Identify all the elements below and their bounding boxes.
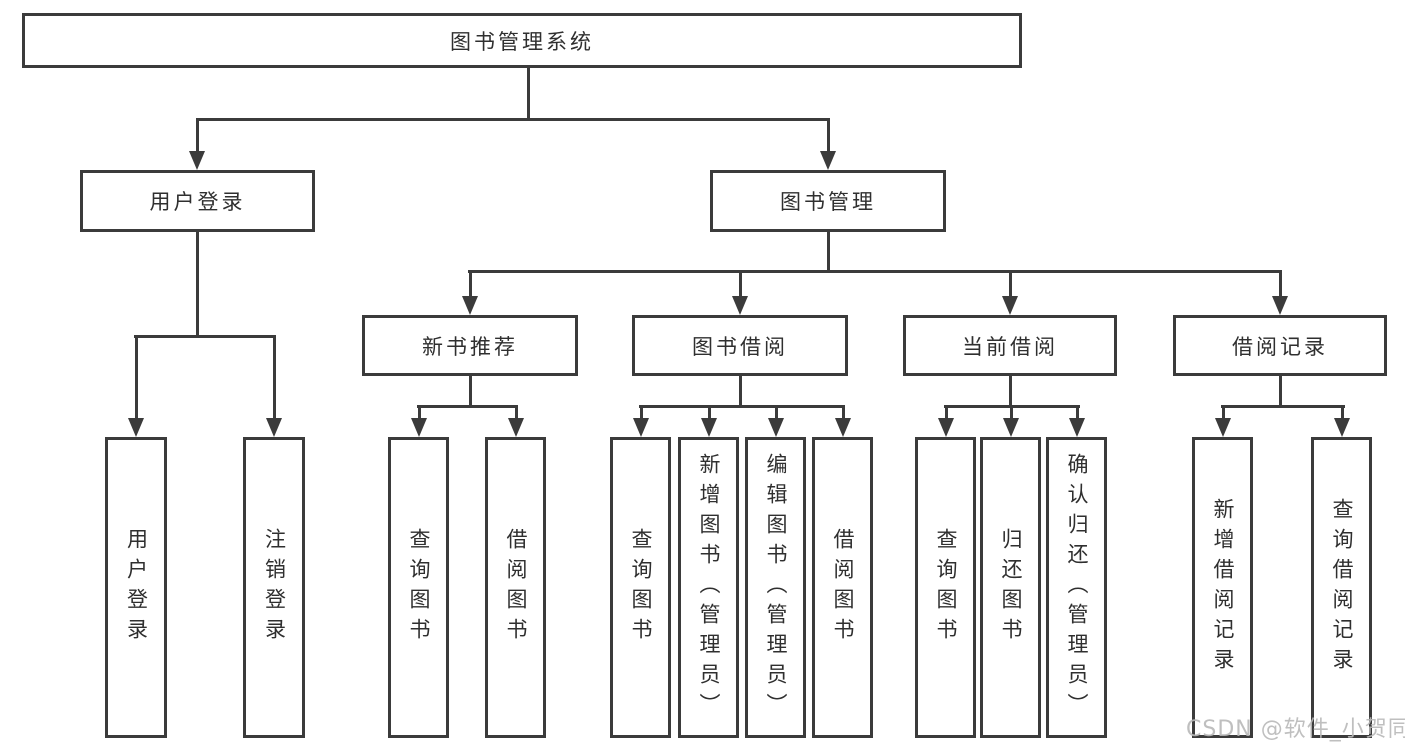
connector-line — [639, 405, 845, 408]
connector-line — [515, 405, 518, 420]
arrow-down-icon — [1215, 418, 1231, 437]
connector-line — [827, 232, 830, 273]
connector-line — [1279, 376, 1282, 408]
node-label: 用户登录 — [149, 190, 246, 214]
leaf-query-books-current: 查询图书 — [915, 437, 976, 738]
leaf-label: 查询图书 — [934, 527, 958, 648]
leaf-label: 查询图书 — [407, 527, 431, 648]
connector-line — [469, 270, 472, 299]
arrow-down-icon — [768, 418, 784, 437]
connector-line — [945, 405, 948, 420]
node-current-borrowing: 当前借阅 — [903, 315, 1117, 376]
arrow-down-icon — [835, 418, 851, 437]
leaf-add-books-admin: 新增图书（管理员） — [678, 437, 739, 738]
node-label: 当前借阅 — [962, 334, 1058, 359]
arrow-down-icon — [820, 151, 836, 170]
node-label: 图书借阅 — [692, 334, 788, 359]
leaf-label: 查询图书 — [629, 527, 653, 648]
arrow-down-icon — [189, 151, 205, 170]
connector-line — [196, 232, 199, 337]
connector-line — [1279, 270, 1282, 299]
node-user-login-branch: 用户登录 — [80, 170, 315, 232]
leaf-label: 注销登录 — [262, 527, 287, 648]
leaf-label: 借阅图书 — [504, 527, 528, 648]
arrow-down-icon — [938, 418, 954, 437]
connector-line — [739, 376, 742, 408]
connector-line — [196, 118, 199, 155]
arrow-down-icon — [1272, 296, 1288, 315]
leaf-label: 归还图书 — [999, 527, 1023, 648]
connector-line — [135, 335, 138, 421]
connector-line — [134, 335, 276, 338]
arrow-down-icon — [128, 418, 144, 437]
connector-line — [640, 405, 643, 420]
leaf-confirm-return-admin: 确认归还（管理员） — [1046, 437, 1107, 738]
leaf-label: 新增图书（管理员） — [697, 452, 721, 723]
leaf-label: 编辑图书（管理员） — [764, 452, 788, 723]
connector-line — [196, 118, 830, 121]
leaf-query-books-recommend: 查询图书 — [388, 437, 449, 738]
leaf-label: 借阅图书 — [831, 527, 855, 648]
leaf-label: 查询借阅记录 — [1330, 497, 1354, 678]
leaf-edit-books-admin: 编辑图书（管理员） — [745, 437, 806, 738]
arrow-down-icon — [1002, 296, 1018, 315]
leaf-add-borrow-record: 新增借阅记录 — [1192, 437, 1253, 738]
arrow-down-icon — [1069, 418, 1085, 437]
node-label: 图书管理 — [780, 190, 876, 214]
connector-line — [1076, 405, 1079, 420]
connector-line — [827, 118, 830, 155]
arrow-down-icon — [411, 418, 427, 437]
arrow-down-icon — [1334, 418, 1350, 437]
connector-line — [273, 335, 276, 421]
leaf-label: 确认归还（管理员） — [1065, 452, 1089, 723]
node-book-management: 图书管理 — [710, 170, 946, 232]
node-book-borrowing: 图书借阅 — [632, 315, 848, 376]
node-root-label: 图书管理系统 — [450, 29, 594, 54]
node-new-book-recommend: 新书推荐 — [362, 315, 578, 376]
leaf-user-login: 用户登录 — [105, 437, 167, 738]
connector-line — [708, 405, 711, 420]
connector-line — [1341, 405, 1344, 420]
node-label: 借阅记录 — [1232, 334, 1328, 359]
arrow-down-icon — [732, 296, 748, 315]
arrow-down-icon — [1003, 418, 1019, 437]
connector-line — [1222, 405, 1225, 420]
connector-line — [1009, 376, 1012, 408]
connector-line — [468, 270, 1282, 273]
connector-line — [842, 405, 845, 420]
connector-line — [1010, 405, 1013, 420]
connector-line — [469, 376, 472, 408]
leaf-query-borrow-record: 查询借阅记录 — [1311, 437, 1372, 738]
leaf-label: 新增借阅记录 — [1211, 497, 1235, 678]
connector-line — [1009, 270, 1012, 299]
arrow-down-icon — [508, 418, 524, 437]
arrow-down-icon — [701, 418, 717, 437]
connector-line — [527, 68, 530, 120]
arrow-down-icon — [633, 418, 649, 437]
connector-line — [417, 405, 518, 408]
node-label: 新书推荐 — [422, 334, 518, 359]
connector-line — [775, 405, 778, 420]
connector-line — [739, 270, 742, 299]
leaf-borrow-books-borrow: 借阅图书 — [812, 437, 873, 738]
node-borrowing-records: 借阅记录 — [1173, 315, 1387, 376]
connector-line — [1221, 405, 1345, 408]
leaf-label: 用户登录 — [124, 527, 149, 648]
node-root: 图书管理系统 — [22, 13, 1022, 68]
arrow-down-icon — [462, 296, 478, 315]
arrow-down-icon — [266, 418, 282, 437]
leaf-return-books: 归还图书 — [980, 437, 1041, 738]
leaf-borrow-books-recommend: 借阅图书 — [485, 437, 546, 738]
connector-line — [418, 405, 421, 420]
watermark: CSDN @软件_小贺同学 — [1186, 717, 1405, 742]
leaf-query-books-borrow: 查询图书 — [610, 437, 671, 738]
leaf-logout: 注销登录 — [243, 437, 305, 738]
